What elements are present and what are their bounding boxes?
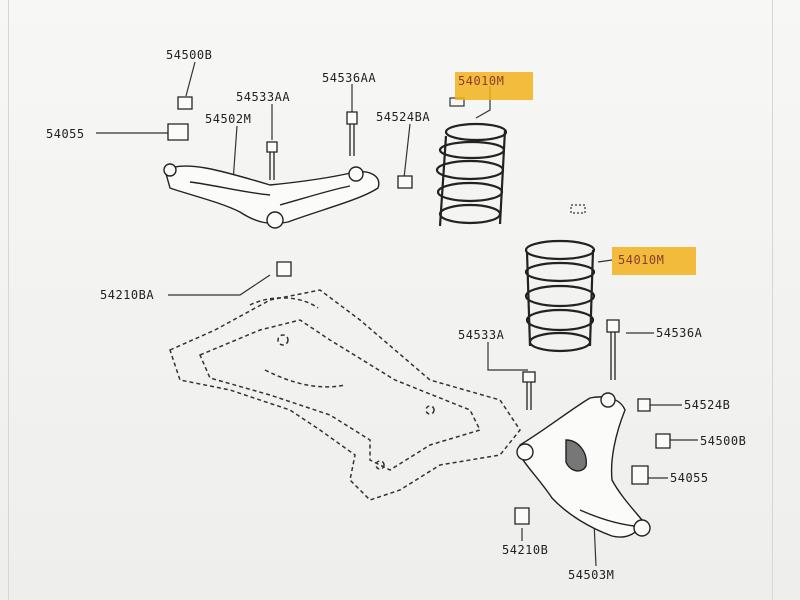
leader-54533A [487, 342, 528, 371]
nut-54500B-top [177, 96, 193, 110]
ball-joint-54055-bot [631, 465, 649, 485]
coil-spring-top [435, 122, 508, 227]
subframe-dashed [169, 289, 521, 501]
label-54500B-bot: 54500B [700, 434, 747, 448]
label-54055-top: 54055 [46, 127, 85, 141]
upper-control-arm [163, 163, 380, 229]
leader-54502M [232, 125, 238, 183]
nut-54500B-bot [655, 433, 671, 449]
nut-54210BA [276, 261, 292, 277]
grid-line [8, 0, 9, 600]
leader-54010M-mid [597, 259, 613, 263]
bolt-54533AA [266, 141, 278, 180]
label-54533AA: 54533AA [236, 90, 291, 104]
nut-54524BA [397, 175, 413, 189]
nut-54524B [637, 398, 651, 412]
ball-joint-54055-top [167, 123, 189, 141]
grid-line [772, 0, 773, 600]
label-54502M: 54502M [205, 112, 252, 126]
coil-spring-mid [524, 239, 596, 353]
bolt-54536AA [346, 111, 358, 156]
label-54210BA: 54210BA [100, 288, 155, 302]
highlight-54010M-top: 54010M [455, 72, 533, 100]
bolt-54536A [606, 319, 620, 380]
label-54010M-mid: 54010M [618, 253, 665, 267]
leader-54500B-top [185, 61, 196, 97]
lower-control-arm [516, 392, 651, 538]
label-54210B: 54210B [502, 543, 549, 557]
leader-54210BA [168, 274, 271, 296]
label-54536AA: 54536AA [322, 71, 377, 85]
label-54524BA: 54524BA [376, 110, 431, 124]
nut-54210B [514, 507, 530, 525]
label-54536A: 54536A [656, 326, 703, 340]
label-54524B: 54524B [684, 398, 731, 412]
label-54010M-top: 54010M [458, 74, 505, 88]
label-54533A: 54533A [458, 328, 505, 342]
leader-54503M [593, 521, 597, 567]
label-54503M: 54503M [568, 568, 615, 582]
label-54055-bot: 54055 [670, 471, 709, 485]
bolt-54533A [522, 371, 536, 410]
marker-box-mid [570, 204, 586, 214]
leader-54524BA [403, 123, 411, 179]
highlight-54010M-mid: 54010M [612, 247, 696, 275]
label-54500B-top: 54500B [166, 48, 213, 62]
